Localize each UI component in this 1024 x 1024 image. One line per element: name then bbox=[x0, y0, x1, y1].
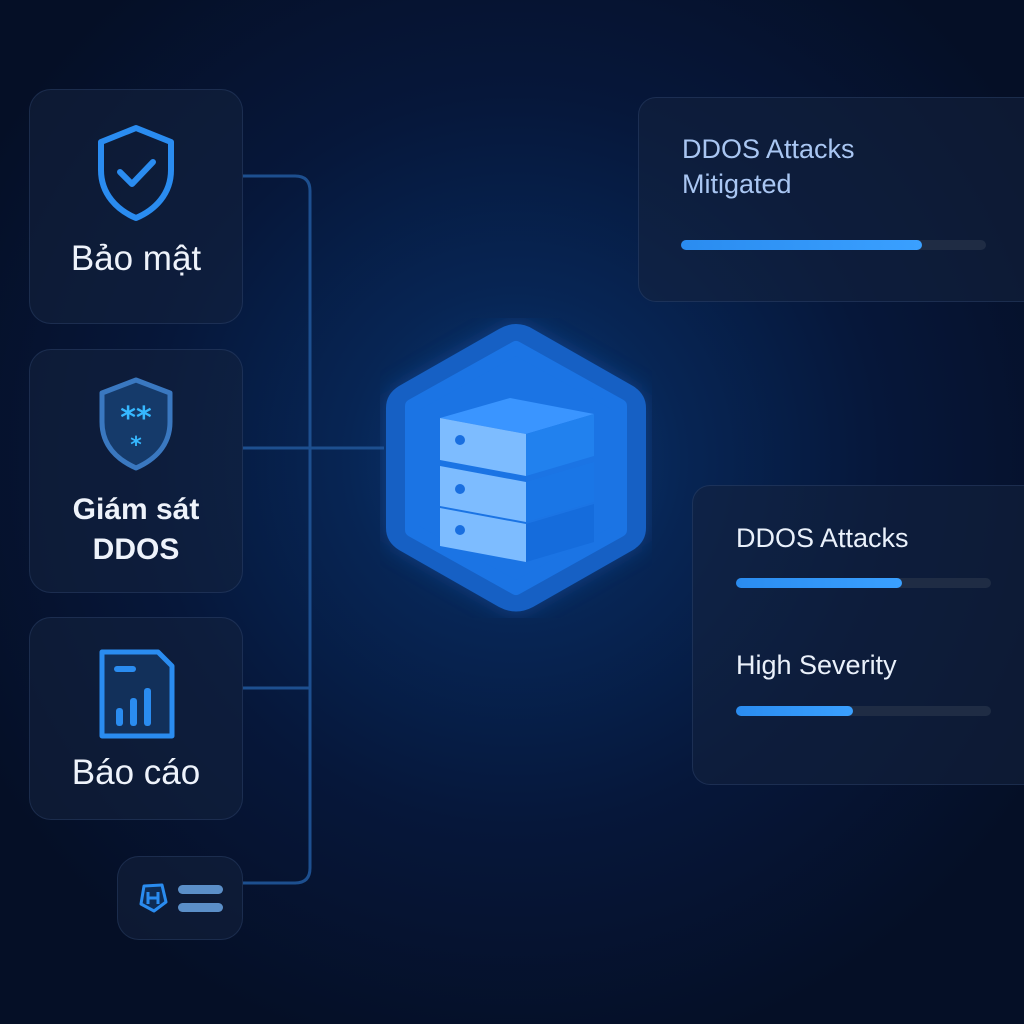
nav-item-security[interactable]: Bảo mật bbox=[29, 89, 243, 324]
progress-fill bbox=[736, 578, 902, 588]
nav-item-reports[interactable]: Báo cáo bbox=[29, 617, 243, 820]
stat-title-severity: High Severity bbox=[736, 650, 897, 680]
nav-label-security: Bảo mật bbox=[70, 239, 202, 278]
progress-fill bbox=[736, 706, 854, 716]
stat-title-mitigated: DDOS Attacks Mitigated bbox=[682, 134, 855, 199]
nav-item-ddos-monitoring[interactable]: ** * Giám sát DDOS bbox=[29, 349, 243, 593]
report-chart-icon bbox=[99, 649, 175, 739]
progress-bar-mitigated bbox=[681, 240, 986, 250]
menu-lines-icon bbox=[177, 884, 223, 912]
svg-text:**: ** bbox=[120, 401, 152, 436]
nav-label-ddos-monitoring: Giám sát DDOS bbox=[72, 493, 200, 566]
server-hexagon-icon bbox=[386, 324, 646, 612]
progress-bar-attacks bbox=[736, 578, 991, 588]
stat-card-attacks: DDOS Attacks High Severity bbox=[692, 485, 1024, 785]
progress-fill bbox=[681, 240, 922, 250]
nav-label-reports: Báo cáo bbox=[71, 753, 201, 792]
nav-item-menu[interactable] bbox=[117, 856, 243, 940]
stat-title-attacks: DDOS Attacks bbox=[736, 523, 909, 553]
svg-text:*: * bbox=[130, 433, 142, 458]
shield-check-icon bbox=[98, 125, 174, 221]
stat-card-mitigated: DDOS Attacks Mitigated bbox=[638, 97, 1024, 302]
logo-icon bbox=[139, 883, 167, 913]
shield-monitor-icon: ** * bbox=[99, 377, 173, 471]
progress-bar-severity bbox=[736, 706, 991, 716]
